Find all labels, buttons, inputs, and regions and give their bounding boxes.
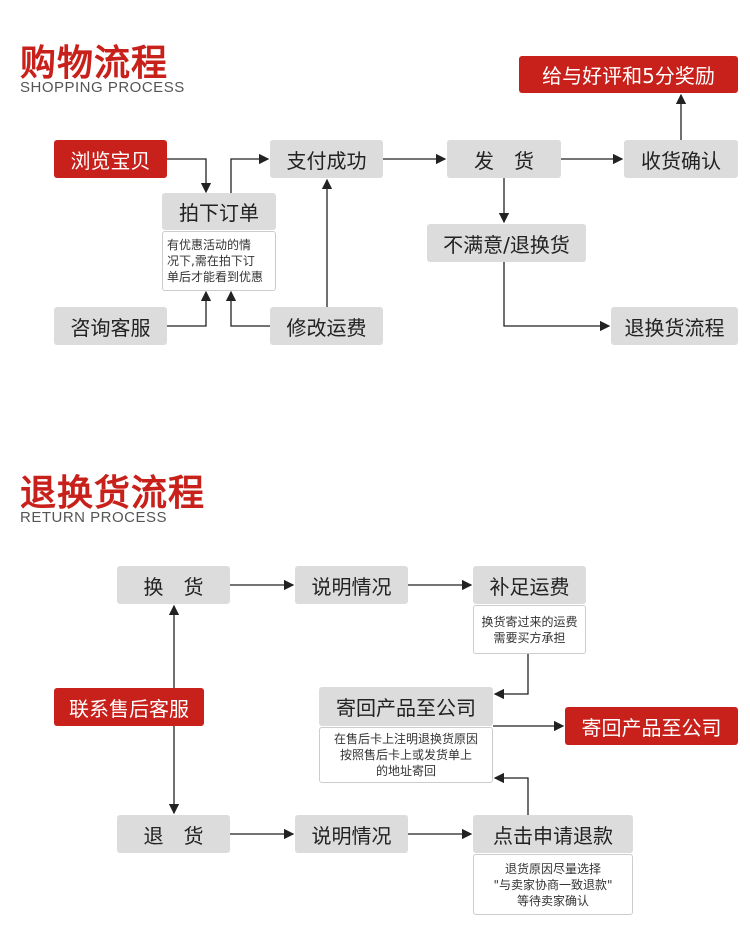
send-back-note: 在售后卡上注明退换货原因 按照售后卡上或发货单上 的地址寄回: [319, 727, 493, 783]
note-line: 等待卖家确认: [516, 893, 589, 908]
returns-subtitle: RETURN PROCESS: [20, 509, 168, 526]
consult-box: 咨询客服: [54, 307, 167, 345]
note-line: 有优惠活动的情: [167, 238, 252, 252]
unsatisfied-box: 不满意/退换货: [427, 224, 586, 262]
paid-box: 支付成功: [270, 140, 383, 178]
send-back-box: 寄回产品至公司: [319, 687, 493, 726]
apply-refund-box: 点击申请退款: [473, 815, 633, 853]
note-line: 换货寄过来的运费: [481, 614, 578, 629]
arrow: [225, 290, 270, 327]
note-line: 需要买方承担: [493, 630, 566, 645]
shopping-title: 购物流程: [20, 43, 169, 84]
modify-fee-box: 修改运费: [270, 307, 383, 345]
note-line: 退货原因尽量选择: [504, 861, 601, 876]
order-note: 有优惠活动的情 况下,需在拍下订 单后才能看到优惠: [162, 231, 276, 291]
note-line: 在售后卡上注明退换货原因: [333, 732, 478, 746]
pay-fee-box: 补足运费: [473, 566, 586, 604]
note-line: "与卖家协商一致退款": [493, 877, 613, 892]
pay-fee-note: 换货寄过来的运费 需要买方承担: [473, 605, 586, 654]
browse-box: 浏览宝贝: [54, 140, 167, 178]
receive-box: 收货确认: [624, 140, 738, 178]
note-line: 单后才能看到优惠: [167, 270, 264, 284]
returns-title: 退换货流程: [20, 473, 206, 514]
ship-box: 发 货: [447, 140, 561, 178]
review-box: 给与好评和5分奖励: [519, 56, 738, 93]
arrow: [167, 290, 212, 327]
arrow: [493, 654, 529, 700]
return-flow-box: 退换货流程: [611, 307, 738, 345]
apply-refund-note: 退货原因尽量选择 "与卖家协商一致退款" 等待卖家确认: [473, 854, 633, 915]
arrow: [503, 262, 611, 332]
arrow: [167, 158, 212, 194]
send-back-final-box: 寄回产品至公司: [565, 707, 738, 745]
shopping-subtitle: SHOPPING PROCESS: [20, 79, 185, 96]
arrow: [493, 772, 529, 815]
explain-box-2: 说明情况: [295, 815, 408, 853]
contact-service-box: 联系售后客服: [54, 688, 204, 726]
exchange-box: 换 货: [117, 566, 230, 604]
note-line: 的地址寄回: [375, 764, 436, 778]
refund-box: 退 货: [117, 815, 230, 853]
arrow: [230, 153, 270, 193]
explain-box: 说明情况: [295, 566, 408, 604]
note-line: 况下,需在拍下订: [167, 254, 255, 268]
order-box: 拍下订单: [162, 193, 276, 230]
note-line: 按照售后卡上或发货单上: [339, 748, 472, 762]
